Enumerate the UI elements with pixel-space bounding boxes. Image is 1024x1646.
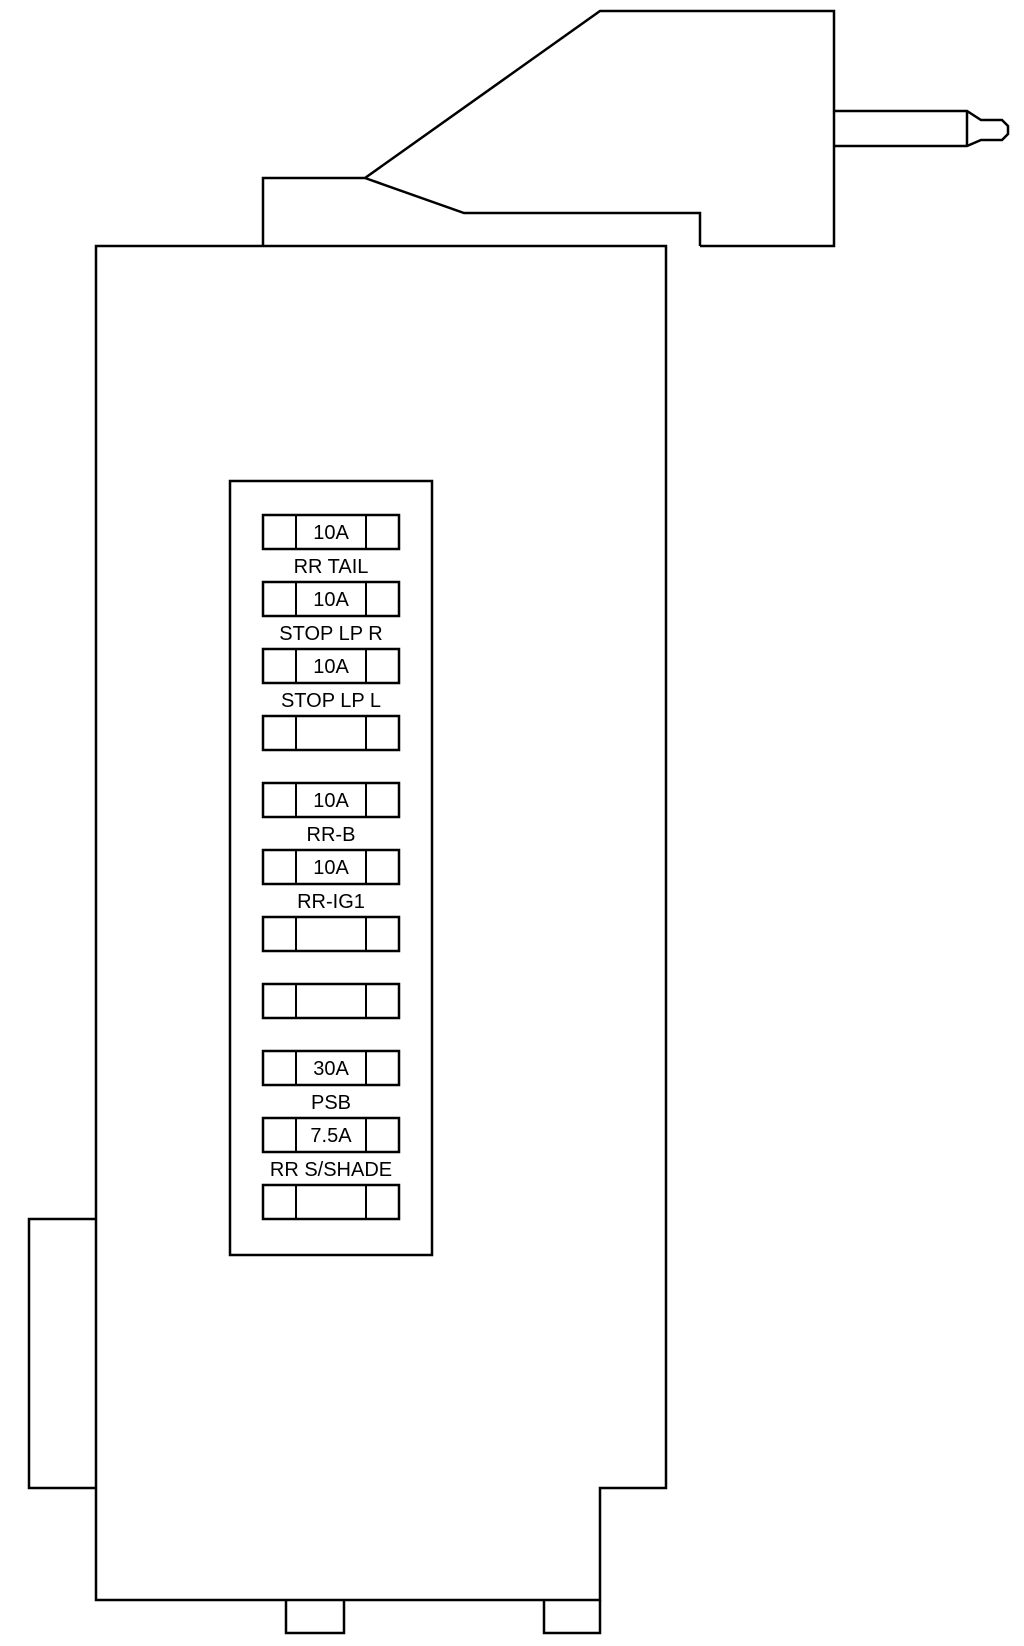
fuse-slot: 10A STOP LP R <box>261 580 401 645</box>
left-side-tab <box>27 1217 96 1490</box>
fuse-slot: 30A PSB <box>261 1049 401 1114</box>
fuse-rating: 10A <box>313 589 349 611</box>
top-bracket <box>261 9 836 248</box>
fuse-body <box>261 915 401 953</box>
fuse-circuit-label: RR-B <box>307 824 356 846</box>
fuse-slot <box>261 915 401 953</box>
fuse-rating: 10A <box>313 790 349 812</box>
fuse-circuit-label: STOP LP R <box>279 623 382 645</box>
fuse-body <box>261 1183 401 1221</box>
fuse-circuit-label: RR TAIL <box>294 556 369 578</box>
fuse-body <box>261 848 401 886</box>
fuse-body <box>261 714 401 752</box>
fuse-rating: 10A <box>313 522 349 544</box>
fuse-circuit-label: PSB <box>311 1092 351 1114</box>
fuse-slot: 10A RR TAIL <box>261 513 401 578</box>
connector-pin <box>834 109 1010 148</box>
fuse-circuit-label: RR-IG1 <box>297 891 365 913</box>
fuse-slot <box>261 714 401 752</box>
fuse-body <box>261 513 401 551</box>
fuse-slot: 10A RR-IG1 <box>261 848 401 913</box>
fuse-slot <box>261 982 401 1020</box>
fuse-body <box>261 1116 401 1154</box>
top-bracket-inner <box>364 176 702 246</box>
fuse-slot: 10A RR-B <box>261 781 401 846</box>
fuse-body <box>261 1049 401 1087</box>
fuse-slot <box>261 1183 401 1221</box>
fuse-body <box>261 647 401 685</box>
fuse-circuit-label: STOP LP L <box>281 690 381 712</box>
fuse-rating: 7.5A <box>310 1125 352 1147</box>
fuse-panel <box>228 479 434 1257</box>
fuse-body <box>261 982 401 1020</box>
fuse-rating: 30A <box>313 1058 349 1080</box>
housing-body <box>94 244 668 1602</box>
bottom-tab-left <box>284 1600 346 1635</box>
fuse-circuit-label: RR S/SHADE <box>270 1159 392 1181</box>
fuse-body <box>261 781 401 819</box>
fuse-rating: 10A <box>313 857 349 879</box>
fuse-slots: 10A RR TAIL 10A STOP LP R 10A STOP LP L 10A RR-… <box>261 513 401 1221</box>
fuse-rating: 10A <box>313 656 349 678</box>
fuse-slot: 7.5A RR S/SHADE <box>261 1116 401 1181</box>
fuse-body <box>261 580 401 618</box>
fuse-slot: 10A STOP LP L <box>261 647 401 712</box>
bottom-tab-right <box>542 1600 602 1635</box>
